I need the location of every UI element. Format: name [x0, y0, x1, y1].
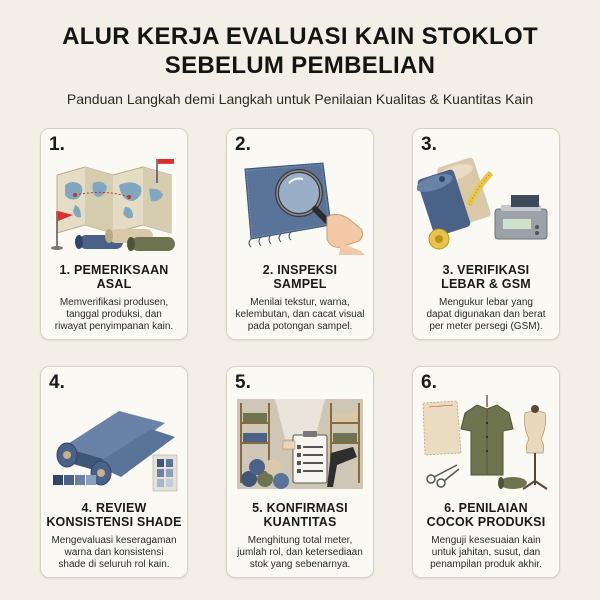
step-description: Menguji kesesuaian kain untuk jahitan, s… [419, 535, 553, 571]
step-desc-line-2: warna dan konsistensi [64, 547, 164, 558]
step-desc-line-1: Mengevaluasi keseragaman [51, 535, 177, 546]
step-desc-line-1: Mengukur lebar yang [439, 297, 533, 308]
step-desc-line-1: Menguji kesesuaian kain [431, 535, 541, 546]
step-desc-line-3: penampilan produk akhir. [430, 559, 542, 570]
step-title-line-1: 5. KONFIRMASI [252, 501, 348, 515]
step-title: 2. INSPEKSI SAMPEL [231, 263, 369, 291]
magnifier-fabric-icon [244, 162, 365, 255]
step-desc-line-3: per meter persegi (GSM). [429, 321, 543, 332]
step-card-4: 4. 4. REVIEW KONSISTENSI SHADE Mengevalu… [40, 366, 188, 578]
step-title-line-1: 2. INSPEKSI [262, 263, 338, 277]
page-title-line-1: ALUR KERJA EVALUASI KAIN STOKLOT [62, 23, 538, 50]
step-number: 4. [49, 372, 65, 393]
step-description: Mengevaluasi keseragaman warna dan konsi… [47, 535, 181, 571]
measuring-scale-icon [417, 157, 548, 250]
step-description: Menghitung total meter, jumlah rol, dan … [233, 535, 367, 571]
step-desc-line-1: Menghitung total meter, [247, 535, 353, 546]
step-description: Menilai tekstur, warna, kelembutan, dan … [233, 297, 367, 333]
step-card-2: 2. 2. INSPEKSI SAMPEL Menilai tekstur, w… [226, 128, 374, 340]
step-title-line-1: 6. PENILAIAN [444, 501, 528, 515]
step-desc-line-3: stok yang sebenarnya. [249, 559, 351, 570]
step-title: 4. REVIEW KONSISTENSI SHADE [45, 501, 183, 529]
page-subtitle: Panduan Langkah demi Langkah untuk Penil… [66, 91, 534, 107]
step-desc-line-3: shade di seluruh rol kain. [58, 559, 170, 570]
step-desc-line-1: Memverifikasi produsen, [59, 297, 169, 308]
step-title: 3. VERIFIKASI LEBAR & GSM [417, 263, 555, 291]
step-card-5: 5. 5. KONFIR [226, 366, 374, 578]
page-title-line-2: SEBELUM PEMBELIAN [164, 52, 436, 79]
step-number: 2. [235, 134, 251, 155]
step-desc-line-2: dapat digunakan dan berat [426, 309, 546, 320]
step-desc-line-1: Menilai tekstur, warna, [250, 297, 350, 308]
step-title: 6. PENILAIAN COCOK PRODUKSI [417, 501, 555, 529]
step-title: 5. KONFIRMASI KUANTITAS [231, 501, 369, 529]
step-title-line-2: LEBAR & GSM [441, 277, 531, 291]
fabric-rolls-swatch-icon [53, 411, 178, 492]
step-number: 1. [49, 134, 65, 155]
step-title-line-2: SAMPEL [273, 277, 327, 291]
step-number: 6. [421, 372, 437, 393]
step-desc-line-2: jumlah rol, dan ketersediaan [237, 547, 363, 558]
warehouse-clipboard-icon [237, 399, 363, 489]
step-title-line-1: 4. REVIEW [81, 501, 147, 515]
step-desc-line-2: untuk jahitan, susut, dan [431, 547, 541, 558]
step-title-line-2: KONSISTENSI SHADE [46, 515, 182, 529]
step-title: 1. PEMERIKSAAN ASAL [45, 263, 183, 291]
step-title-line-2: KUANTITAS [263, 515, 337, 529]
step-title-line-1: 3. VERIFIKASI [442, 263, 530, 277]
step-description: Mengukur lebar yang dapat digunakan dan … [419, 297, 553, 333]
step-title-line-2: ASAL [96, 277, 132, 291]
step-desc-line-2: tanggal produksi, dan [66, 309, 162, 320]
step-card-3: 3. 3. VERIFIKASI LEBAR & GSM Mengukur le… [412, 128, 560, 340]
step-number: 3. [421, 134, 437, 155]
step-title-line-1: 1. PEMERIKSAAN [59, 263, 169, 277]
step-number: 5. [235, 372, 251, 393]
step-desc-line-3: pada potongan sampel. [247, 321, 353, 332]
page-title: ALUR KERJA EVALUASI KAIN STOKLOT SEBELUM… [0, 22, 600, 80]
step-card-1: 1. 1. PEMERIKSAAN ASAL Memverifikasi pro… [40, 128, 188, 340]
step-title-line-2: COCOK PRODUKSI [426, 515, 546, 529]
step-description: Memverifikasi produsen, tanggal produksi… [47, 297, 181, 333]
world-map-flag-icon [51, 159, 175, 251]
step-desc-line-2: kelembutan, dan cacat visual [235, 309, 365, 320]
step-card-6: 6. 6. PENILAIAN COCOK PRODUKSI Menguji k… [412, 366, 560, 578]
shirt-mannequin-icon [422, 395, 548, 490]
step-desc-line-3: riwayat penyimpanan kain. [54, 321, 174, 332]
